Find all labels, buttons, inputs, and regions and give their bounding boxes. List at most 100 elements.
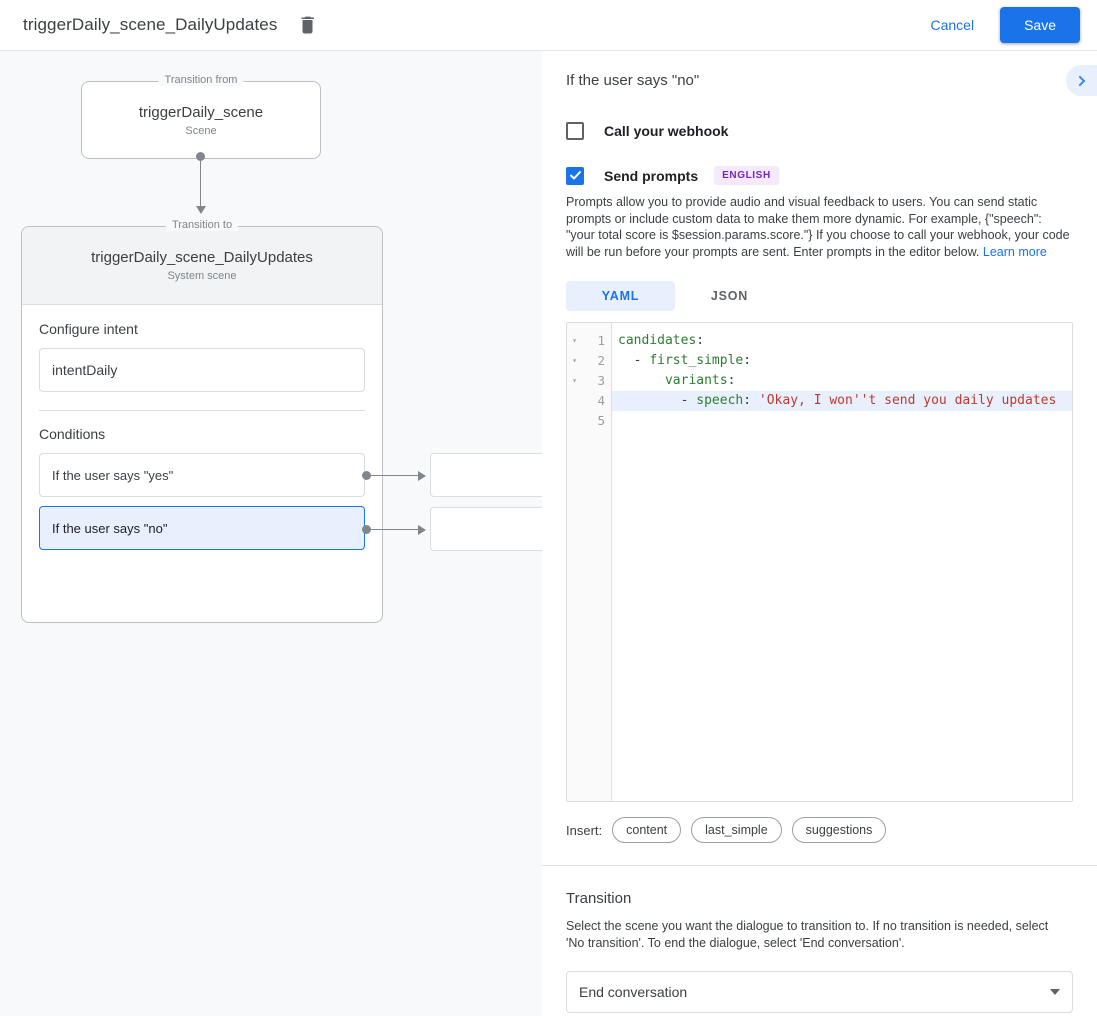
top-app-bar: triggerDaily_scene_DailyUpdates Cancel S… <box>0 0 1097 51</box>
target-node-no[interactable] <box>430 507 542 551</box>
delete-button[interactable] <box>294 12 320 38</box>
panel-section-divider <box>542 865 1097 866</box>
condition-item-no[interactable]: If the user says "no" <box>39 506 365 550</box>
transition-to-legend: Transition to <box>165 219 239 231</box>
condition-connector-dot-no <box>362 525 371 534</box>
transition-from-type: Scene <box>185 124 217 137</box>
intent-field[interactable]: intentDaily <box>39 348 365 392</box>
insert-chip-suggestions[interactable]: suggestions <box>791 817 887 843</box>
detail-panel: If the user says "no" Call your webhook … <box>542 51 1097 1016</box>
conditions-title: Conditions <box>39 426 106 442</box>
editor-line-number: 1 <box>597 333 605 348</box>
transition-to-name: triggerDaily_scene_DailyUpdates <box>91 249 313 266</box>
connector-arrowhead-down <box>196 206 206 214</box>
insert-label: Insert: <box>566 822 603 838</box>
condition-arrowhead-no <box>418 525 426 535</box>
expand-panel-button[interactable] <box>1066 65 1097 96</box>
cancel-button[interactable]: Cancel <box>916 9 988 41</box>
scene-graph-canvas[interactable]: Transition from triggerDaily_scene Scene… <box>0 51 542 1016</box>
webhook-label: Call your webhook <box>604 123 729 139</box>
send-prompts-help: Prompts allow you to provide audio and v… <box>566 194 1073 260</box>
webhook-checkbox[interactable] <box>566 122 584 140</box>
send-prompts-checkbox[interactable] <box>566 166 584 185</box>
transition-select[interactable]: End conversation <box>566 971 1073 1013</box>
transition-from-legend: Transition from <box>158 74 244 86</box>
section-divider <box>39 410 365 411</box>
transition-to-header: triggerDaily_scene_DailyUpdates System s… <box>22 227 382 305</box>
chevron-right-icon <box>1078 75 1085 86</box>
fold-toggle-icon[interactable]: ▾ <box>572 336 577 345</box>
condition-connector-line-yes <box>370 475 420 476</box>
code-token <box>618 373 665 388</box>
transition-select-value: End conversation <box>579 984 688 1000</box>
code-token: candidates <box>618 333 697 348</box>
editor-gutter-row: 5 <box>567 411 611 431</box>
editor-gutter-row: ▾1 <box>567 331 611 351</box>
target-node-yes[interactable] <box>430 453 542 497</box>
check-icon <box>569 171 581 180</box>
editor-line-number: 5 <box>597 413 605 428</box>
configure-intent-section: Configure intent intentDaily <box>22 305 382 411</box>
conditions-section: Conditions If the user says "yes" If the… <box>22 411 382 550</box>
transition-section-help: Select the scene you want the dialogue t… <box>566 919 1049 950</box>
send-prompts-label: Send prompts <box>604 167 699 184</box>
tab-yaml[interactable]: YAML <box>566 281 675 311</box>
insert-chip-content[interactable]: content <box>612 817 682 843</box>
code-token: first_simple <box>649 353 744 368</box>
editor-code-line[interactable]: - first_simple: <box>612 351 1072 371</box>
editor-code-line[interactable] <box>612 411 1072 431</box>
editor-line-number: 2 <box>597 353 605 368</box>
transition-from-node[interactable]: Transition from triggerDaily_scene Scene <box>81 74 321 159</box>
panel-header: If the user says "no" <box>542 51 1097 109</box>
code-token: variants <box>664 373 728 388</box>
editor-gutter-row: 4 <box>567 391 611 411</box>
code-token: - <box>618 393 697 408</box>
fold-toggle-icon[interactable]: ▾ <box>572 356 577 365</box>
editor-code-line[interactable]: variants: <box>612 371 1072 391</box>
condition-connector-dot-yes <box>362 471 371 480</box>
insert-row: Insert: content last_simple suggestions <box>566 817 1073 843</box>
condition-connector-line-no <box>370 529 420 530</box>
fold-toggle-icon[interactable]: ▾ <box>572 376 577 385</box>
save-button[interactable]: Save <box>1000 7 1080 43</box>
connector-line-vertical <box>200 157 201 209</box>
tab-json[interactable]: JSON <box>710 289 749 303</box>
code-token: : <box>727 373 736 388</box>
editor-line-number: 4 <box>597 393 605 408</box>
learn-more-link[interactable]: Learn more <box>982 244 1047 259</box>
code-token: : <box>696 333 705 348</box>
send-prompts-checkbox-row[interactable]: Send prompts ENGLISH <box>566 166 1073 185</box>
editor-gutter-row: ▾3 <box>567 371 611 391</box>
code-token: 'Okay, I won''t send you daily updates <box>758 393 1057 408</box>
panel-body: Call your webhook Send prompts ENGLISH P… <box>542 122 1097 1013</box>
code-token: : <box>743 353 752 368</box>
editor-gutter-row: ▾2 <box>567 351 611 371</box>
connector-dot-from <box>196 152 205 161</box>
condition-item-yes[interactable]: If the user says "yes" <box>39 453 365 497</box>
code-token: - <box>618 353 650 368</box>
code-token: : <box>743 393 759 408</box>
editor-code-area[interactable]: candidates: - first_simple: variants: - … <box>612 323 1072 801</box>
webhook-checkbox-row[interactable]: Call your webhook <box>566 122 1073 140</box>
chevron-down-icon <box>1050 989 1060 995</box>
transition-to-node[interactable]: Transition to triggerDaily_scene_DailyUp… <box>21 219 383 623</box>
topbar-actions: Cancel Save <box>916 7 1080 43</box>
transition-section-title: Transition <box>566 890 632 907</box>
send-prompts-help-text: Prompts allow you to provide audio and v… <box>566 195 1070 259</box>
page-title: triggerDaily_scene_DailyUpdates <box>23 15 278 34</box>
transition-from-name: triggerDaily_scene <box>138 103 264 121</box>
editor-code-line[interactable]: - speech: 'Okay, I won''t send you daily… <box>612 391 1072 411</box>
language-badge: ENGLISH <box>714 166 779 185</box>
transition-to-type: System scene <box>167 270 237 282</box>
configure-intent-title: Configure intent <box>39 321 138 337</box>
panel-title: If the user says "no" <box>566 71 700 89</box>
code-token: speech <box>696 393 744 408</box>
condition-arrowhead-yes <box>418 471 426 481</box>
trash-icon <box>301 16 314 34</box>
insert-chip-last-simple[interactable]: last_simple <box>691 817 782 843</box>
editor-code-line[interactable]: candidates: <box>612 331 1072 351</box>
editor-line-number: 3 <box>597 373 605 388</box>
editor-format-tabs: YAML JSON <box>566 281 1073 311</box>
